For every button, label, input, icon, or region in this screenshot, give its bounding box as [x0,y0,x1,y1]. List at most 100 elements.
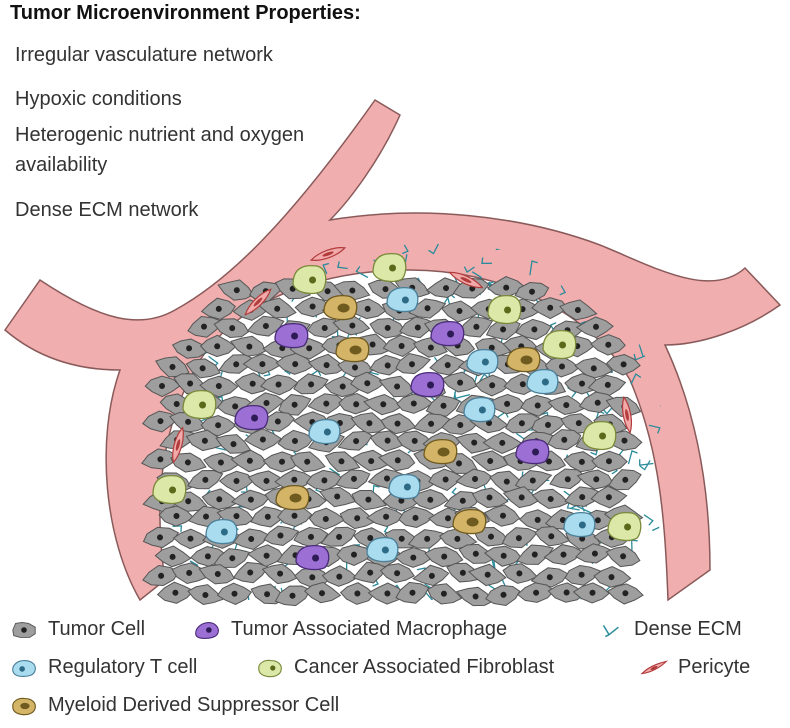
tumor-cell [213,318,250,338]
mdsc-cell [423,439,458,465]
ecm-fiber [219,225,225,240]
legend-regulatory-t-cell: Regulatory T cell [10,656,197,679]
tumor-cell [307,393,345,415]
legend-pericyte: Pericyte [640,656,750,679]
tumor-cell [199,334,237,358]
tumor-cell [337,430,373,451]
cell-cluster [141,247,644,607]
tumor-cell [142,564,180,587]
tumor-cell [516,582,555,603]
ecm-fiber [643,514,654,526]
tumor-cell [170,452,207,473]
tumor-cell [142,526,180,549]
tumor-cell [275,352,315,375]
macrophage-cell [430,321,465,347]
tumor-cell [303,581,342,604]
tumor-cell [395,581,430,604]
tumor-cell [243,428,283,451]
legend-cancer-associated-fibroblast: Cancer Associated Fibroblast [256,656,554,679]
tumor-cell [141,448,178,470]
tumor-cell [369,430,407,452]
tumor-cell [470,450,509,472]
tumor-cell [574,357,614,380]
tumor-cell [590,485,628,509]
tumor-cell [363,393,403,416]
pericyte-cell [244,288,272,316]
tumor-cell [514,282,550,302]
legend-label: Tumor Cell [48,618,146,640]
tumor-cell [144,375,181,398]
t-cell [308,419,341,445]
ecm-fiber [658,243,666,250]
tumor-cell [379,563,415,584]
tumor-cell [321,565,359,587]
tumor-cell [593,565,632,588]
tumor-cell [350,412,387,434]
macrophage-cell [274,323,309,349]
tumor-cell [216,582,253,606]
legend-dense-ecm: Dense ECM [596,618,742,641]
tumor-cell [547,395,586,415]
tumor-cell [305,469,343,491]
tumor-cell [380,413,417,435]
tumor-cell [320,526,357,547]
tumor-cell [200,297,236,320]
ecm-fiber [648,424,661,434]
ecm-fiber [529,260,538,276]
tumor-cell [229,335,267,357]
tumor-cell [259,374,299,396]
mdsc-cell [452,509,487,535]
tumor-cell [278,394,312,416]
tumor-cell [590,334,626,356]
tumor-cell [412,488,449,510]
tumor-cell [530,567,569,588]
tumor-cell [396,430,434,453]
mdsc-cell [506,347,541,373]
t-cell [366,537,399,563]
tumor-cell [501,527,538,549]
tumor-cell [230,449,268,473]
tumor-cell [215,434,252,454]
tumor-cell [428,468,464,491]
ecm-fiber [651,598,659,600]
tumor-cell [429,354,467,376]
tumor-cell [531,414,568,436]
tumor-cell [378,375,415,398]
tumor-cell [408,298,447,319]
fibroblast-cell [582,420,617,451]
ecm-fiber [237,248,246,259]
tumor-cell [395,352,432,375]
pericyte-cell [172,426,184,464]
tumor-cell [333,280,371,302]
legend-label: Tumor Associated Macrophage [231,618,508,640]
tumor-cell [458,543,495,564]
tumor-cell [489,470,525,492]
legend-myeloid-derived-suppressor-cell: Myeloid Derived Suppressor Cell [10,694,339,717]
tumor-cell [606,353,641,376]
legend-label: Cancer Associated Fibroblast [294,656,555,678]
tumor-microenvironment-diagram [3,98,782,607]
tumor-cell [547,429,582,451]
tumor-cell [608,469,642,491]
pericyte-cell [448,271,484,289]
tumor-cell [338,392,375,415]
ecm-fiber [648,565,656,576]
tumor-cell [424,546,464,568]
tumor-cell [187,470,224,490]
tumor-cell [441,300,480,323]
tumor-cell [213,548,251,569]
tumor-cell [398,506,436,528]
fibroblast-cell [372,252,407,283]
ecm-fiber [481,257,492,265]
property-nutrient: Heterogenic nutrient and oxygen availabi… [15,124,305,176]
macrophage-cell [234,405,269,431]
tumor-cell [531,488,570,510]
ecm-fiber [400,243,409,255]
tumor-cell [485,319,521,341]
tumor-cell-icon [12,621,36,638]
tumor-cell [156,581,195,604]
ecm-fiber [602,406,614,415]
tumor-cell [218,354,254,374]
ecm-fiber [463,266,475,273]
tumor-cell [242,353,283,375]
